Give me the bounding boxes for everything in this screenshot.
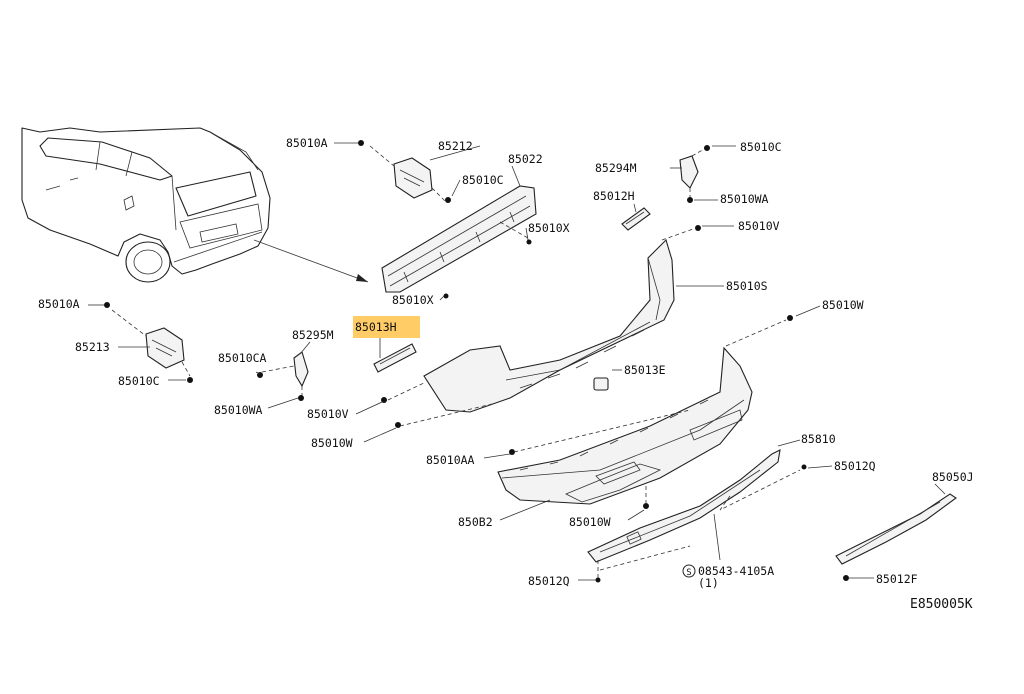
label-85012Q-bottom: 85012Q	[528, 574, 570, 588]
bracket-85295M	[261, 351, 309, 396]
svg-text:S: S	[686, 568, 691, 578]
bracket-85213	[111, 309, 191, 377]
label-85050J: 85050J	[932, 470, 974, 484]
label-85294M: 85294M	[595, 161, 637, 175]
label-85013E: 85013E	[624, 363, 666, 377]
label-850B2: 850B2	[458, 515, 493, 529]
circled-s-icon: S	[682, 564, 696, 578]
arrow-head	[356, 274, 368, 282]
label-85010A-left: 85010A	[38, 297, 80, 311]
label-85022: 85022	[508, 152, 543, 166]
label-85010W-bottom: 85010W	[569, 515, 611, 529]
label-85010X-right: 85010X	[528, 221, 570, 235]
bumper-reinforcement	[381, 185, 537, 293]
part-labels: 85010A 85212 85010C 85022 85010X 85010X …	[38, 136, 974, 612]
bumper-cover-lower	[497, 346, 753, 505]
highlight-box	[353, 316, 420, 338]
label-08543-4105A: 08543-4105A	[698, 564, 774, 578]
fasteners	[104, 140, 849, 583]
label-85013H: 85013H	[355, 320, 397, 334]
molding-85050J	[835, 493, 957, 565]
leader-lines	[88, 142, 946, 581]
label-85010CA: 85010CA	[218, 351, 267, 365]
part-85012H	[621, 207, 651, 231]
bracket-85294M	[679, 147, 707, 198]
label-85010W-left: 85010W	[311, 436, 353, 450]
label-85010AA: 85010AA	[426, 453, 475, 467]
label-85010WA-right: 85010WA	[720, 192, 769, 206]
label-85213: 85213	[75, 340, 110, 354]
vehicle-illustration	[21, 127, 271, 283]
label-85010A-top: 85010A	[286, 136, 328, 150]
part-85013H	[373, 343, 417, 373]
label-85012Q-right: 85012Q	[834, 459, 876, 473]
label-08543-qty: (1)	[698, 576, 719, 590]
label-85012H: 85012H	[593, 189, 635, 203]
label-85010V-left: 85010V	[307, 407, 349, 421]
label-85010W-right: 85010W	[822, 298, 864, 312]
diffuser-85810	[587, 449, 781, 563]
label-85010S: 85010S	[726, 279, 768, 293]
part-85013E	[593, 377, 609, 391]
label-85012F: 85012F	[876, 572, 918, 586]
label-85295M: 85295M	[292, 328, 334, 342]
label-85212: 85212	[438, 139, 473, 153]
label-85010V-right: 85010V	[738, 219, 780, 233]
bracket-85212	[369, 145, 447, 203]
label-85010WA-left: 85010WA	[214, 403, 263, 417]
bumper-fascia-upper	[423, 238, 675, 413]
label-85010C-right: 85010C	[740, 140, 782, 154]
label-85010C-left: 85010C	[118, 374, 160, 388]
diagram-code: E850005K	[910, 597, 973, 612]
label-85010C-top: 85010C	[462, 173, 504, 187]
label-85810: 85810	[801, 432, 836, 446]
label-85010X-bottom: 85010X	[392, 293, 434, 307]
callout-arrow	[253, 239, 369, 283]
